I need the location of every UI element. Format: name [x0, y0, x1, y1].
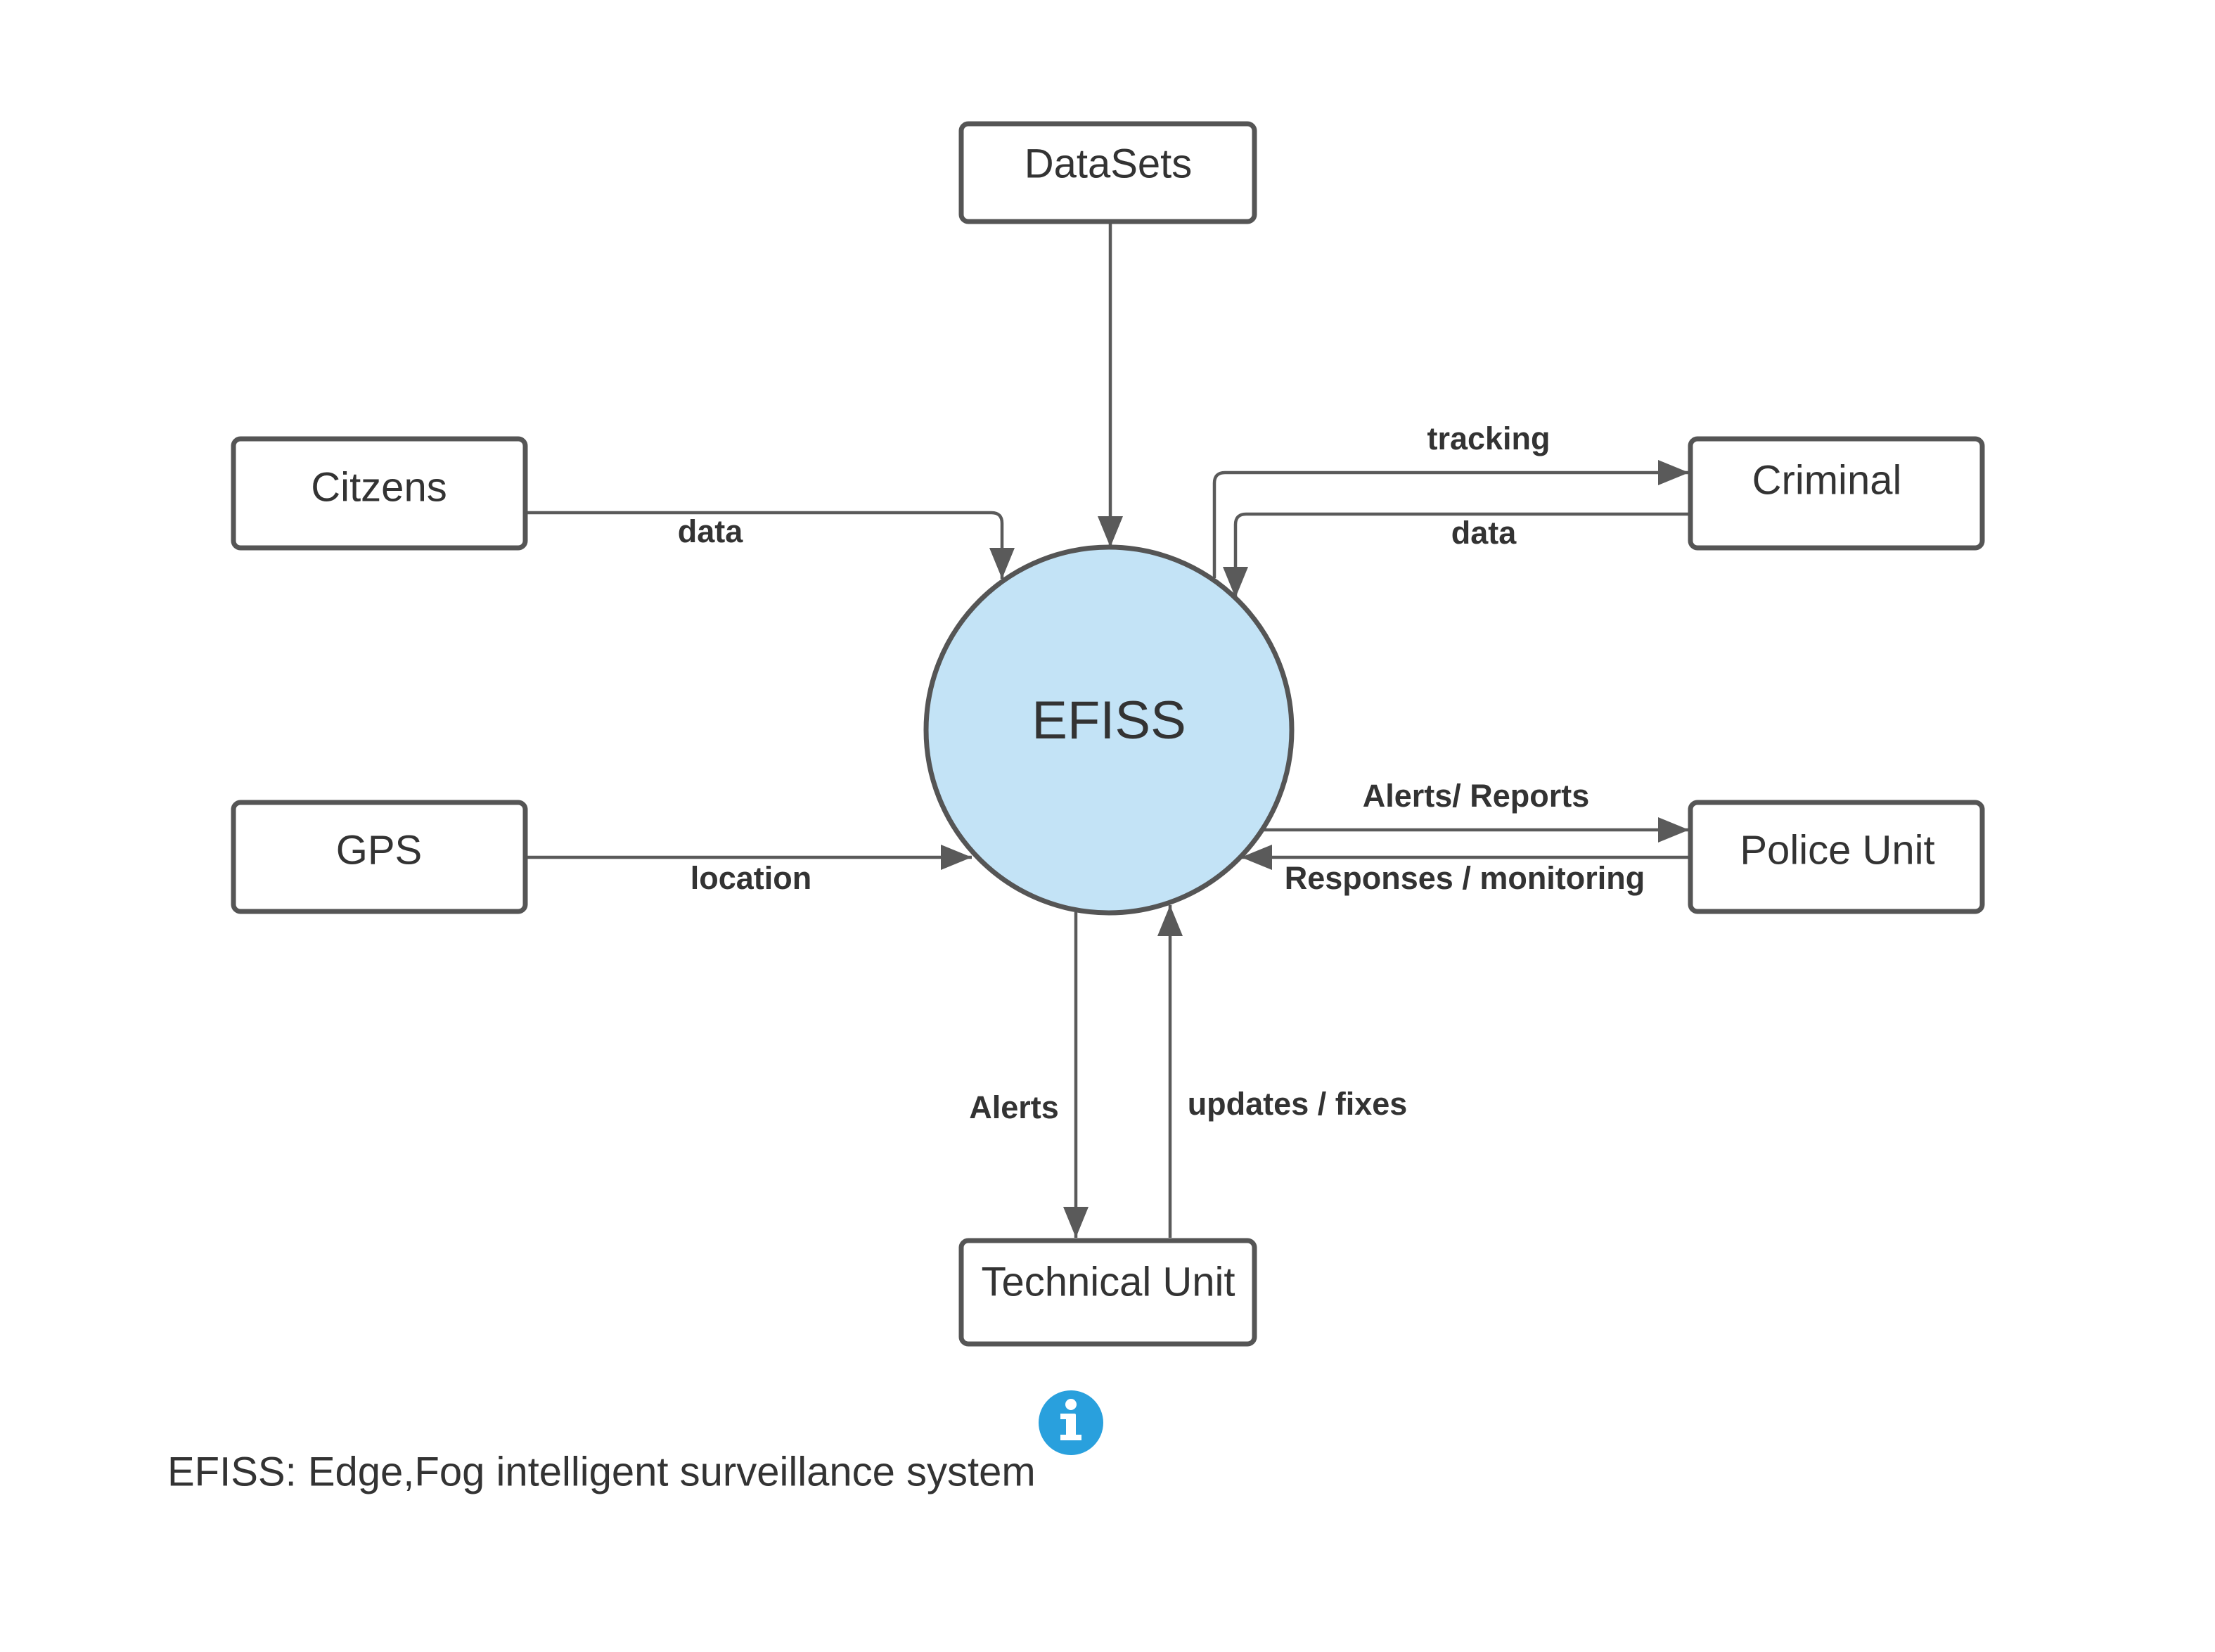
entity-datasets-label: DataSets: [1025, 141, 1193, 186]
entity-citizens[interactable]: Citzens: [231, 436, 528, 551]
flow-label-technical-updates: updates / fixes: [1188, 1086, 1408, 1122]
entity-datasets[interactable]: DataSets: [958, 121, 1257, 224]
entity-citizens-label: Citzens: [311, 464, 447, 510]
info-icon[interactable]: [1039, 1390, 1103, 1455]
process-label: EFISS: [1032, 691, 1186, 750]
flow-label-gps-location: location: [691, 860, 812, 896]
flow-label-technical-alerts: Alerts: [969, 1089, 1059, 1125]
flow-label-police-responses: Responses / monitoring: [1285, 860, 1645, 896]
entity-gps-label: GPS: [336, 827, 423, 873]
entity-criminal-label: Criminal: [1752, 457, 1902, 503]
entity-technical-unit-label: Technical Unit: [981, 1259, 1235, 1305]
entity-criminal[interactable]: Criminal: [1688, 436, 1985, 551]
flow-label-citizens-data: data: [678, 513, 744, 549]
entity-technical-unit[interactable]: Technical Unit: [958, 1238, 1257, 1347]
entity-police-unit-label: Police Unit: [1740, 827, 1934, 873]
flow-citizens-data: [526, 511, 1015, 579]
flow-criminal-data: [1223, 512, 1689, 598]
flow-label-criminal-tracking: tracking: [1427, 421, 1550, 456]
flow-criminal-tracking: [1212, 460, 1689, 578]
flow-label-criminal-data: data: [1451, 515, 1517, 551]
flow-label-police-alerts-reports: Alerts/ Reports: [1363, 778, 1590, 814]
process-circle: [923, 544, 1295, 916]
process-efiss[interactable]: EFISS: [923, 544, 1295, 916]
caption: EFISS: Edge,Fog intelligent surveillance…: [167, 1449, 1036, 1494]
entity-police-unit[interactable]: Police Unit: [1688, 800, 1985, 914]
entity-gps[interactable]: GPS: [231, 800, 528, 914]
